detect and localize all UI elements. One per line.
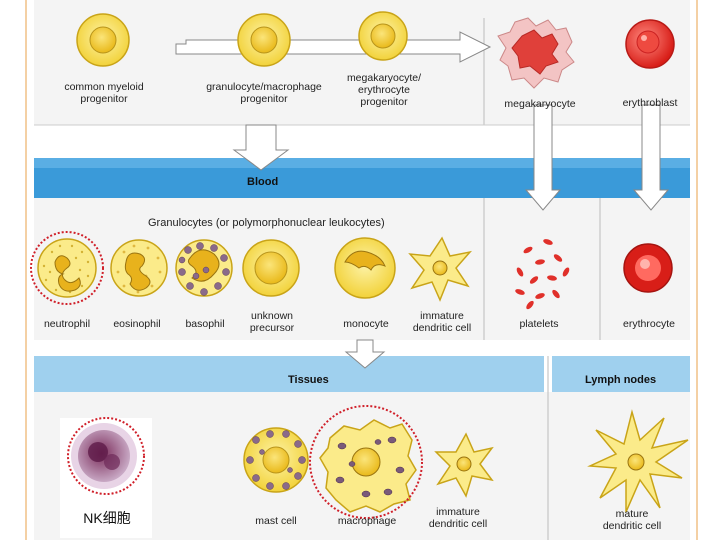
neutrophil-cell: [37, 238, 97, 298]
blood-heading: Blood: [247, 176, 279, 188]
macrophage-cell: [319, 419, 417, 513]
arrow-down-icon: [524, 104, 562, 211]
monocyte-cell: [334, 237, 396, 299]
lymph-nodes-header: [552, 356, 690, 392]
arrow-down-icon: [344, 339, 386, 369]
megakaryocyte-label: megakaryocyte: [504, 98, 576, 110]
blood-bar-shade: [34, 158, 690, 168]
neutrophil-label: neutrophil: [43, 318, 91, 330]
macrophage-highlight-ring: [309, 405, 423, 519]
common-myeloid-progenitor-cell: [76, 13, 130, 67]
arrow-down-icon: [232, 124, 290, 171]
erythroblast-cell: [625, 19, 675, 69]
basophil-label: basophil: [185, 318, 225, 330]
arrow-right-icon: [175, 31, 492, 63]
top-panel: [34, 0, 690, 125]
erythrocyte-cell: [623, 243, 673, 293]
platelets-cells: [515, 239, 570, 310]
lymph-nodes-heading: Lymph nodes: [585, 374, 657, 386]
unknown-precursor-cell: [242, 239, 300, 297]
immature-dendritic-cell-blood: [408, 236, 473, 302]
erythroblast-label: erythroblast: [622, 97, 678, 109]
megakaryocyte-erythrocyte-progenitor-cell: [358, 11, 408, 61]
basophil-cell: [175, 239, 233, 297]
mast-cell-label: mast cell: [255, 515, 297, 527]
tissues-heading: Tissues: [288, 374, 329, 386]
mast-cell: [243, 427, 309, 493]
granulocytes-heading: Granulocytes (or polymorphonuclear leuko…: [148, 217, 385, 229]
nk-cell-label: NK细胞: [83, 510, 131, 526]
granulocyte-macrophage-progenitor-cell: [237, 13, 291, 67]
arrow-down-icon: [632, 104, 670, 211]
arrows: [175, 31, 670, 369]
immature-dendritic-cell-tissue: [434, 432, 494, 498]
neutrophil-highlight-ring: [30, 231, 104, 305]
monocyte-label: monocyte: [343, 318, 389, 330]
eosinophil-cell: [110, 239, 168, 297]
tissues-header: [34, 356, 544, 392]
mature-dendritic-cell: [587, 409, 689, 513]
nk-cell-image: [60, 418, 152, 538]
platelets-label: platelets: [519, 318, 559, 330]
megakaryocyte-cell: [497, 17, 575, 89]
erythrocyte-label: erythrocyte: [623, 318, 675, 330]
eosinophil-label: eosinophil: [113, 318, 161, 330]
nk-cell-highlight-ring: [67, 417, 145, 495]
macrophage-label: macrophage: [337, 515, 397, 527]
